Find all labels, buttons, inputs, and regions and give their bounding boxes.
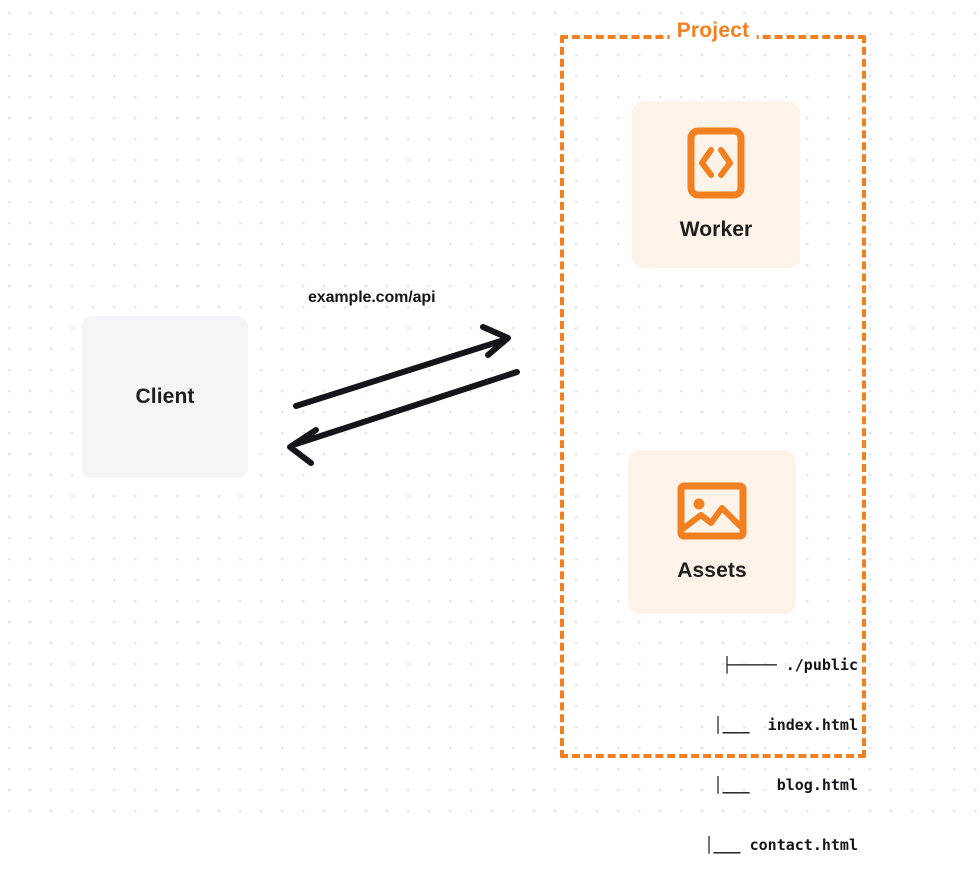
response-arrow	[287, 369, 520, 466]
assets-label: Assets	[677, 558, 747, 582]
project-group: Project Worker Assets	[560, 19, 866, 854]
tree-line-contact: │___ contact.html	[686, 836, 858, 854]
worker-node: Worker	[632, 101, 800, 268]
tree-line-blog: │___ blog.html	[695, 776, 858, 794]
assets-file-tree: ├───── ./public │___ index.html │___ blo…	[608, 615, 858, 895]
image-icon	[677, 482, 747, 545]
client-label: Client	[135, 385, 195, 408]
edge-label: example.com/api	[308, 289, 436, 306]
code-brackets-icon	[687, 127, 745, 204]
worker-label: Worker	[679, 218, 753, 241]
assets-node: Assets	[628, 450, 796, 614]
diagram-canvas: Client example.com/api Project	[0, 0, 980, 854]
tree-line-root: ├───── ./public	[722, 656, 858, 674]
tree-line-index: │___ index.html	[695, 716, 858, 734]
project-title: Project	[669, 19, 757, 43]
client-node: Client	[82, 316, 248, 478]
request-arrow	[293, 324, 511, 409]
